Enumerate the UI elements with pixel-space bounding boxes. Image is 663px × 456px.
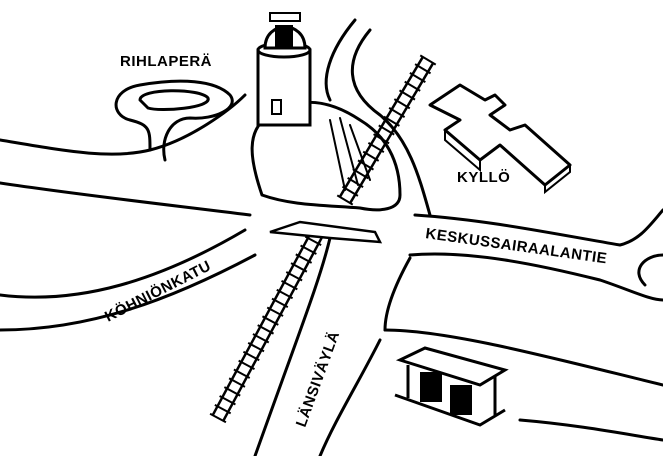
hospital-walls xyxy=(444,129,571,195)
hospital-building xyxy=(428,83,572,195)
north-track-sleeper xyxy=(388,107,406,118)
railway-tracks xyxy=(209,54,437,424)
east-loop xyxy=(637,253,663,287)
gas-station xyxy=(394,346,509,427)
north-track-sleeper xyxy=(404,80,421,92)
south-track-sleeper xyxy=(233,368,251,379)
south-track-sleeper xyxy=(285,271,303,282)
south-track-sleeper xyxy=(304,235,322,246)
south-track-sleeper xyxy=(209,412,227,424)
south-track-sleeper xyxy=(281,280,298,291)
south-track-sleeper xyxy=(271,297,289,308)
south-track-sleeper xyxy=(295,253,313,264)
station-base xyxy=(394,393,506,427)
tower-door xyxy=(271,99,282,115)
label-lansivayla: LÄNSIVÄYLÄ xyxy=(293,329,343,430)
north-track-sleeper xyxy=(341,185,359,197)
canopy-roof xyxy=(395,346,509,387)
keskussairaalantie-lower-edge xyxy=(408,252,663,302)
label-kohnionkatu: KÖHNIÖNKATU xyxy=(102,257,214,325)
tower-body xyxy=(256,48,312,127)
north-track-sleeper xyxy=(352,168,369,180)
south-track-sleeper xyxy=(276,288,294,300)
north-track-sleeper xyxy=(383,115,400,127)
rihlapera-loop-inner xyxy=(138,89,210,112)
south-track-sleeper xyxy=(252,333,270,344)
south-track-sleeper xyxy=(242,350,260,362)
north-track-sleeper xyxy=(419,54,437,66)
road-north-west-upper-edge xyxy=(0,93,247,156)
roads xyxy=(0,18,663,456)
north-track-sleeper xyxy=(378,124,395,136)
south-track-sleeper xyxy=(228,377,246,388)
south-track-sleeper xyxy=(214,404,232,415)
label-kyllo: KYLLÖ xyxy=(457,169,510,186)
north-track-sleeper xyxy=(362,150,380,162)
north-track-sleeper xyxy=(347,177,364,188)
hospital-outline xyxy=(428,83,572,187)
south-road-edge-2 xyxy=(518,418,663,442)
north-track-sleeper xyxy=(414,63,432,75)
south-track-rail xyxy=(211,228,314,416)
north-track-sleeper xyxy=(373,133,390,145)
railway-bridge xyxy=(269,220,383,244)
keskussairaalantie-upper-edge xyxy=(413,208,663,247)
road-north-west-lower-edge xyxy=(0,181,252,217)
hill-shading xyxy=(329,117,371,191)
south-track-sleeper xyxy=(290,262,308,273)
dome-cap xyxy=(269,12,301,22)
lansivayla-right-edge-lower xyxy=(318,338,382,456)
south-track-sleeper xyxy=(261,315,279,326)
north-track-sleeper xyxy=(409,72,426,83)
road-north-upper xyxy=(324,18,357,102)
kohnionkatu-upper-edge xyxy=(0,228,247,299)
lansivayla-right-edge xyxy=(383,256,412,332)
south-track-rail xyxy=(222,234,325,422)
south-track-sleeper xyxy=(247,342,265,353)
south-road-edge xyxy=(383,328,663,387)
kohnionkatu-lower-edge xyxy=(0,253,257,332)
north-track-sleeper xyxy=(357,159,375,171)
road-north-right-edge xyxy=(350,28,432,217)
north-track-sleeper xyxy=(393,98,411,110)
south-track-sleeper xyxy=(223,386,241,397)
south-track-sleeper xyxy=(257,324,275,335)
south-track-sleeper xyxy=(300,244,317,255)
south-track-sleeper xyxy=(219,395,236,406)
north-track-sleeper xyxy=(398,89,416,101)
south-track-sleeper xyxy=(238,359,255,370)
south-track-sleeper xyxy=(266,306,284,317)
lansivayla-left-edge xyxy=(253,236,332,456)
fuel-pump-2 xyxy=(450,385,472,415)
north-track-sleeper xyxy=(367,142,385,153)
label-rihlapera: RIHLAPERÄ xyxy=(120,53,212,70)
north-track-sleeper xyxy=(336,194,354,206)
dome-slit xyxy=(275,25,293,47)
fuel-pump-1 xyxy=(420,372,442,402)
rihlapera-loop xyxy=(114,79,234,162)
observatory-tower xyxy=(256,12,312,127)
